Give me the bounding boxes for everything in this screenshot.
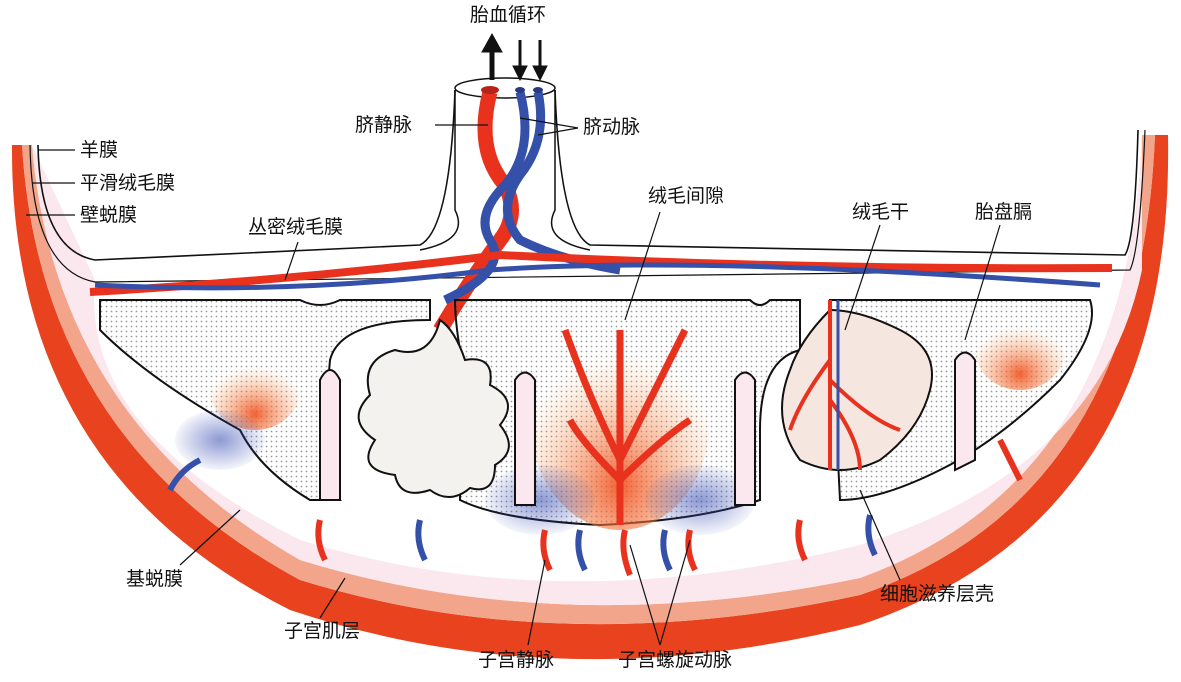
label-fetal-circulation: 胎血循环 <box>470 6 546 25</box>
label-trophoblast-shell: 细胞滋养层壳 <box>880 585 994 604</box>
label-placental-septum: 胎盘膈 <box>975 203 1032 222</box>
label-intervillous-space: 绒毛间隙 <box>648 187 724 206</box>
label-myometrium: 子宫肌层 <box>284 622 360 641</box>
label-spiral-artery: 子宫螺旋动脉 <box>618 651 732 670</box>
fetal-circulation-arrows <box>482 34 547 80</box>
label-amnion: 羊膜 <box>80 141 118 160</box>
label-umbilical-artery: 脐动脉 <box>583 118 640 137</box>
label-decidua-parietalis: 壁蜕膜 <box>80 206 137 225</box>
label-chorion-laeve: 平滑绒毛膜 <box>80 174 175 193</box>
label-uterine-vein: 子宫静脉 <box>478 651 554 670</box>
label-stem-villus: 绒毛干 <box>852 203 909 222</box>
label-umbilical-vein: 脐静脉 <box>355 116 412 135</box>
label-decidua-basalis: 基蜕膜 <box>126 570 183 589</box>
label-chorion-frondosum: 丛密绒毛膜 <box>248 218 343 237</box>
